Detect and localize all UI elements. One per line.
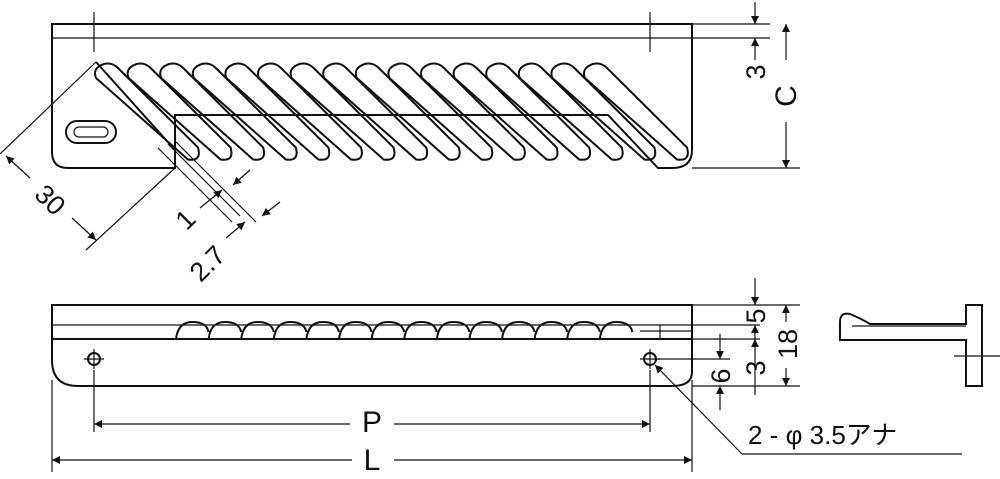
slot — [420, 62, 526, 161]
slot-bump — [305, 320, 340, 340]
dim-C-label: C — [770, 85, 803, 107]
top-view-outline — [51, 23, 693, 169]
slot — [452, 62, 559, 161]
dim-2-7-label: 2.7 — [184, 240, 232, 288]
slot — [550, 62, 657, 161]
slot-bump — [403, 320, 438, 340]
slot-bump-row — [175, 320, 634, 340]
dim-30: 30 — [0, 61, 176, 251]
hole-note-label: 2 - φ 3.5アナ — [748, 420, 897, 450]
slot — [583, 62, 689, 161]
slot-bump — [501, 320, 536, 340]
slot — [224, 62, 331, 161]
slot — [191, 62, 298, 161]
dim-L-label: L — [364, 444, 381, 477]
dim-1-label: 1 — [170, 204, 202, 236]
slot — [387, 62, 494, 161]
dim-18: 18 — [692, 305, 803, 387]
slot — [322, 62, 429, 161]
slot-bump — [272, 320, 308, 340]
side-view — [839, 304, 1000, 387]
dim-C: C — [692, 24, 803, 169]
slot-bump — [175, 320, 210, 340]
dim-L: L — [51, 380, 693, 477]
side-profile — [839, 304, 983, 387]
mount-slot-hole — [65, 120, 117, 144]
slot-bump — [468, 320, 503, 340]
hole-note: 2 - φ 3.5アナ — [654, 364, 962, 455]
dim-6-label: 6 — [706, 368, 736, 383]
dim-P: P — [93, 370, 651, 439]
slot — [94, 62, 200, 161]
slot — [517, 62, 624, 161]
mount-hole-left — [84, 349, 104, 369]
slot-bump — [370, 320, 406, 340]
slot-bump — [338, 320, 373, 340]
dim-30-label: 30 — [29, 179, 71, 221]
mount-slot-hole-inner — [73, 126, 109, 138]
dim-3-side-6: 3 6 — [656, 334, 771, 410]
dim-18-label: 18 — [773, 329, 803, 359]
slot-bump — [566, 320, 601, 340]
slot — [126, 62, 233, 161]
slot — [485, 62, 592, 161]
slot-group — [94, 62, 689, 161]
top-view — [51, 12, 693, 169]
dim-3-side-label: 3 — [741, 360, 771, 375]
dim-3-top-label: 3 — [741, 64, 771, 79]
slot — [354, 62, 461, 161]
slot-bump — [533, 320, 569, 340]
dim-1-2-7: 1 2.7 — [157, 141, 281, 288]
dim-3-top: 3 — [692, 2, 771, 80]
slot-bump — [207, 320, 243, 340]
slot-bump — [598, 320, 634, 340]
front-view — [51, 304, 693, 387]
slot — [289, 62, 396, 161]
slot — [257, 62, 363, 161]
dim-P-label: P — [362, 406, 382, 439]
front-view-outline — [51, 304, 693, 387]
slot-bump — [435, 320, 471, 340]
slot — [159, 62, 266, 161]
slot-bump — [240, 320, 275, 340]
dim-5-label: 5 — [741, 308, 771, 323]
